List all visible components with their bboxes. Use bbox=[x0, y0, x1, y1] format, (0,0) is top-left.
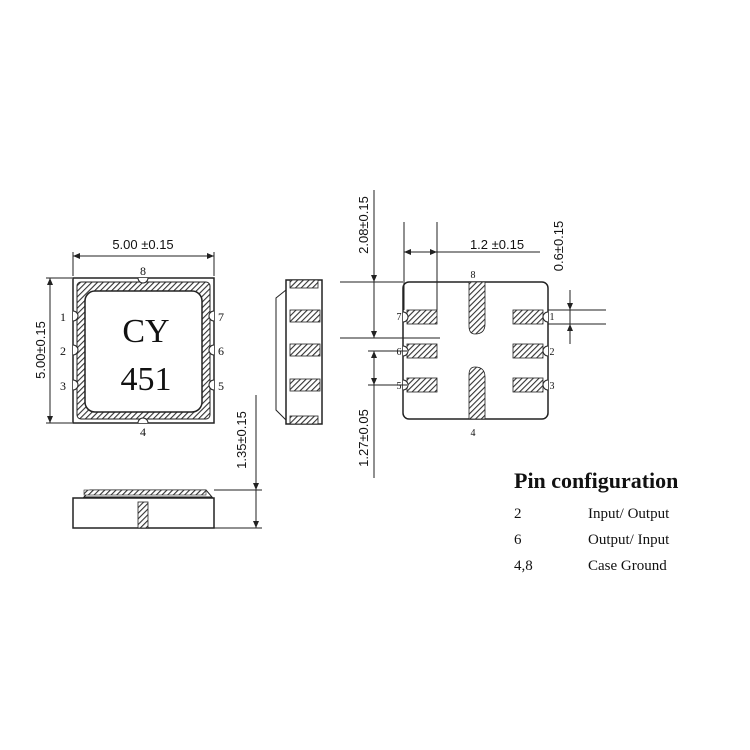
marking-line-2: 451 bbox=[121, 361, 172, 398]
pitch-label: 1.27±0.05 bbox=[356, 409, 371, 467]
pin-number: 6 bbox=[514, 532, 522, 548]
bottom-pin-2-label: 2 bbox=[550, 347, 555, 358]
bottom-pin-4-label: 4 bbox=[471, 428, 476, 439]
pin-6-label: 6 bbox=[218, 344, 224, 358]
pad-7 bbox=[406, 309, 438, 325]
pin-7-label: 7 bbox=[218, 310, 224, 324]
thickness-dimension: 1.35±0.15 bbox=[214, 395, 262, 529]
front-view: 1.35±0.15 bbox=[72, 395, 262, 529]
bottom-view: 8 4 7 6 5 1 2 3 2.08±0.15 1.27±0.05 bbox=[340, 190, 606, 478]
bottom-pin-7-label: 7 bbox=[397, 312, 402, 323]
pad-width-label: 1.2 ±0.15 bbox=[470, 237, 524, 252]
pin-config-row: 2 Input/ Output bbox=[514, 506, 744, 532]
bottom-pin-5-label: 5 bbox=[397, 381, 402, 392]
front-pad bbox=[137, 501, 149, 529]
pin-5-label: 5 bbox=[218, 379, 224, 393]
bottom-pin-3-label: 3 bbox=[550, 381, 555, 392]
top-view: 5.00 ±0.15 5.00±0.15 CY 451 8 4 bbox=[33, 237, 224, 439]
pad-offset-label: 2.08±0.15 bbox=[356, 196, 371, 254]
pin-config-row: 6 Output/ Input bbox=[514, 532, 744, 558]
pad-width-dimension: 1.2 ±0.15 bbox=[403, 222, 540, 310]
pad-height-label: 0.6±0.15 bbox=[551, 221, 566, 272]
pin-3-label: 3 bbox=[60, 379, 66, 393]
thickness-label: 1.35±0.15 bbox=[234, 411, 249, 469]
pad-5 bbox=[406, 377, 438, 393]
pad-3 bbox=[512, 377, 544, 393]
bottom-pin-6-label: 6 bbox=[397, 347, 402, 358]
height-label: 5.00±0.15 bbox=[33, 321, 48, 379]
pin-2-label: 2 bbox=[60, 344, 66, 358]
side-view bbox=[275, 279, 323, 425]
pad-height-dimension: 0.6±0.15 bbox=[548, 221, 606, 344]
pin-config-row: 4,8 Case Ground bbox=[514, 558, 744, 584]
width-label: 5.00 ±0.15 bbox=[112, 237, 173, 252]
bottom-pin-8-label: 8 bbox=[471, 270, 476, 281]
pin-function: Input/ Output bbox=[588, 506, 670, 522]
pin-number: 4,8 bbox=[514, 558, 533, 574]
side-pad bbox=[289, 378, 321, 392]
bottom-pin-1-label: 1 bbox=[550, 312, 555, 323]
pad-offset-dimension: 2.08±0.15 bbox=[340, 190, 440, 339]
pad-8 bbox=[468, 281, 486, 335]
pitch-dimension: 1.27±0.05 bbox=[356, 350, 407, 478]
side-pad bbox=[289, 309, 321, 323]
pad-6 bbox=[406, 343, 438, 359]
pin-function: Output/ Input bbox=[588, 532, 670, 548]
marking-line-1: CY bbox=[122, 313, 169, 350]
pad-4 bbox=[468, 366, 486, 420]
castellations bbox=[72, 277, 215, 424]
pin-configuration-table: Pin configuration 2 Input/ Output 6 Outp… bbox=[514, 468, 744, 584]
pin-4-label: 4 bbox=[140, 425, 146, 439]
side-pad bbox=[289, 343, 321, 357]
pad-2 bbox=[512, 343, 544, 359]
lid bbox=[84, 290, 203, 413]
pin-1-label: 1 bbox=[60, 310, 66, 324]
pin-configuration-title: Pin configuration bbox=[514, 468, 679, 493]
pad-1 bbox=[512, 309, 544, 325]
pin-number: 2 bbox=[514, 506, 522, 522]
width-dimension: 5.00 ±0.15 bbox=[72, 237, 215, 276]
height-dimension: 5.00±0.15 bbox=[33, 277, 72, 424]
pin-8-label: 8 bbox=[140, 264, 146, 278]
pin-function: Case Ground bbox=[588, 558, 667, 574]
